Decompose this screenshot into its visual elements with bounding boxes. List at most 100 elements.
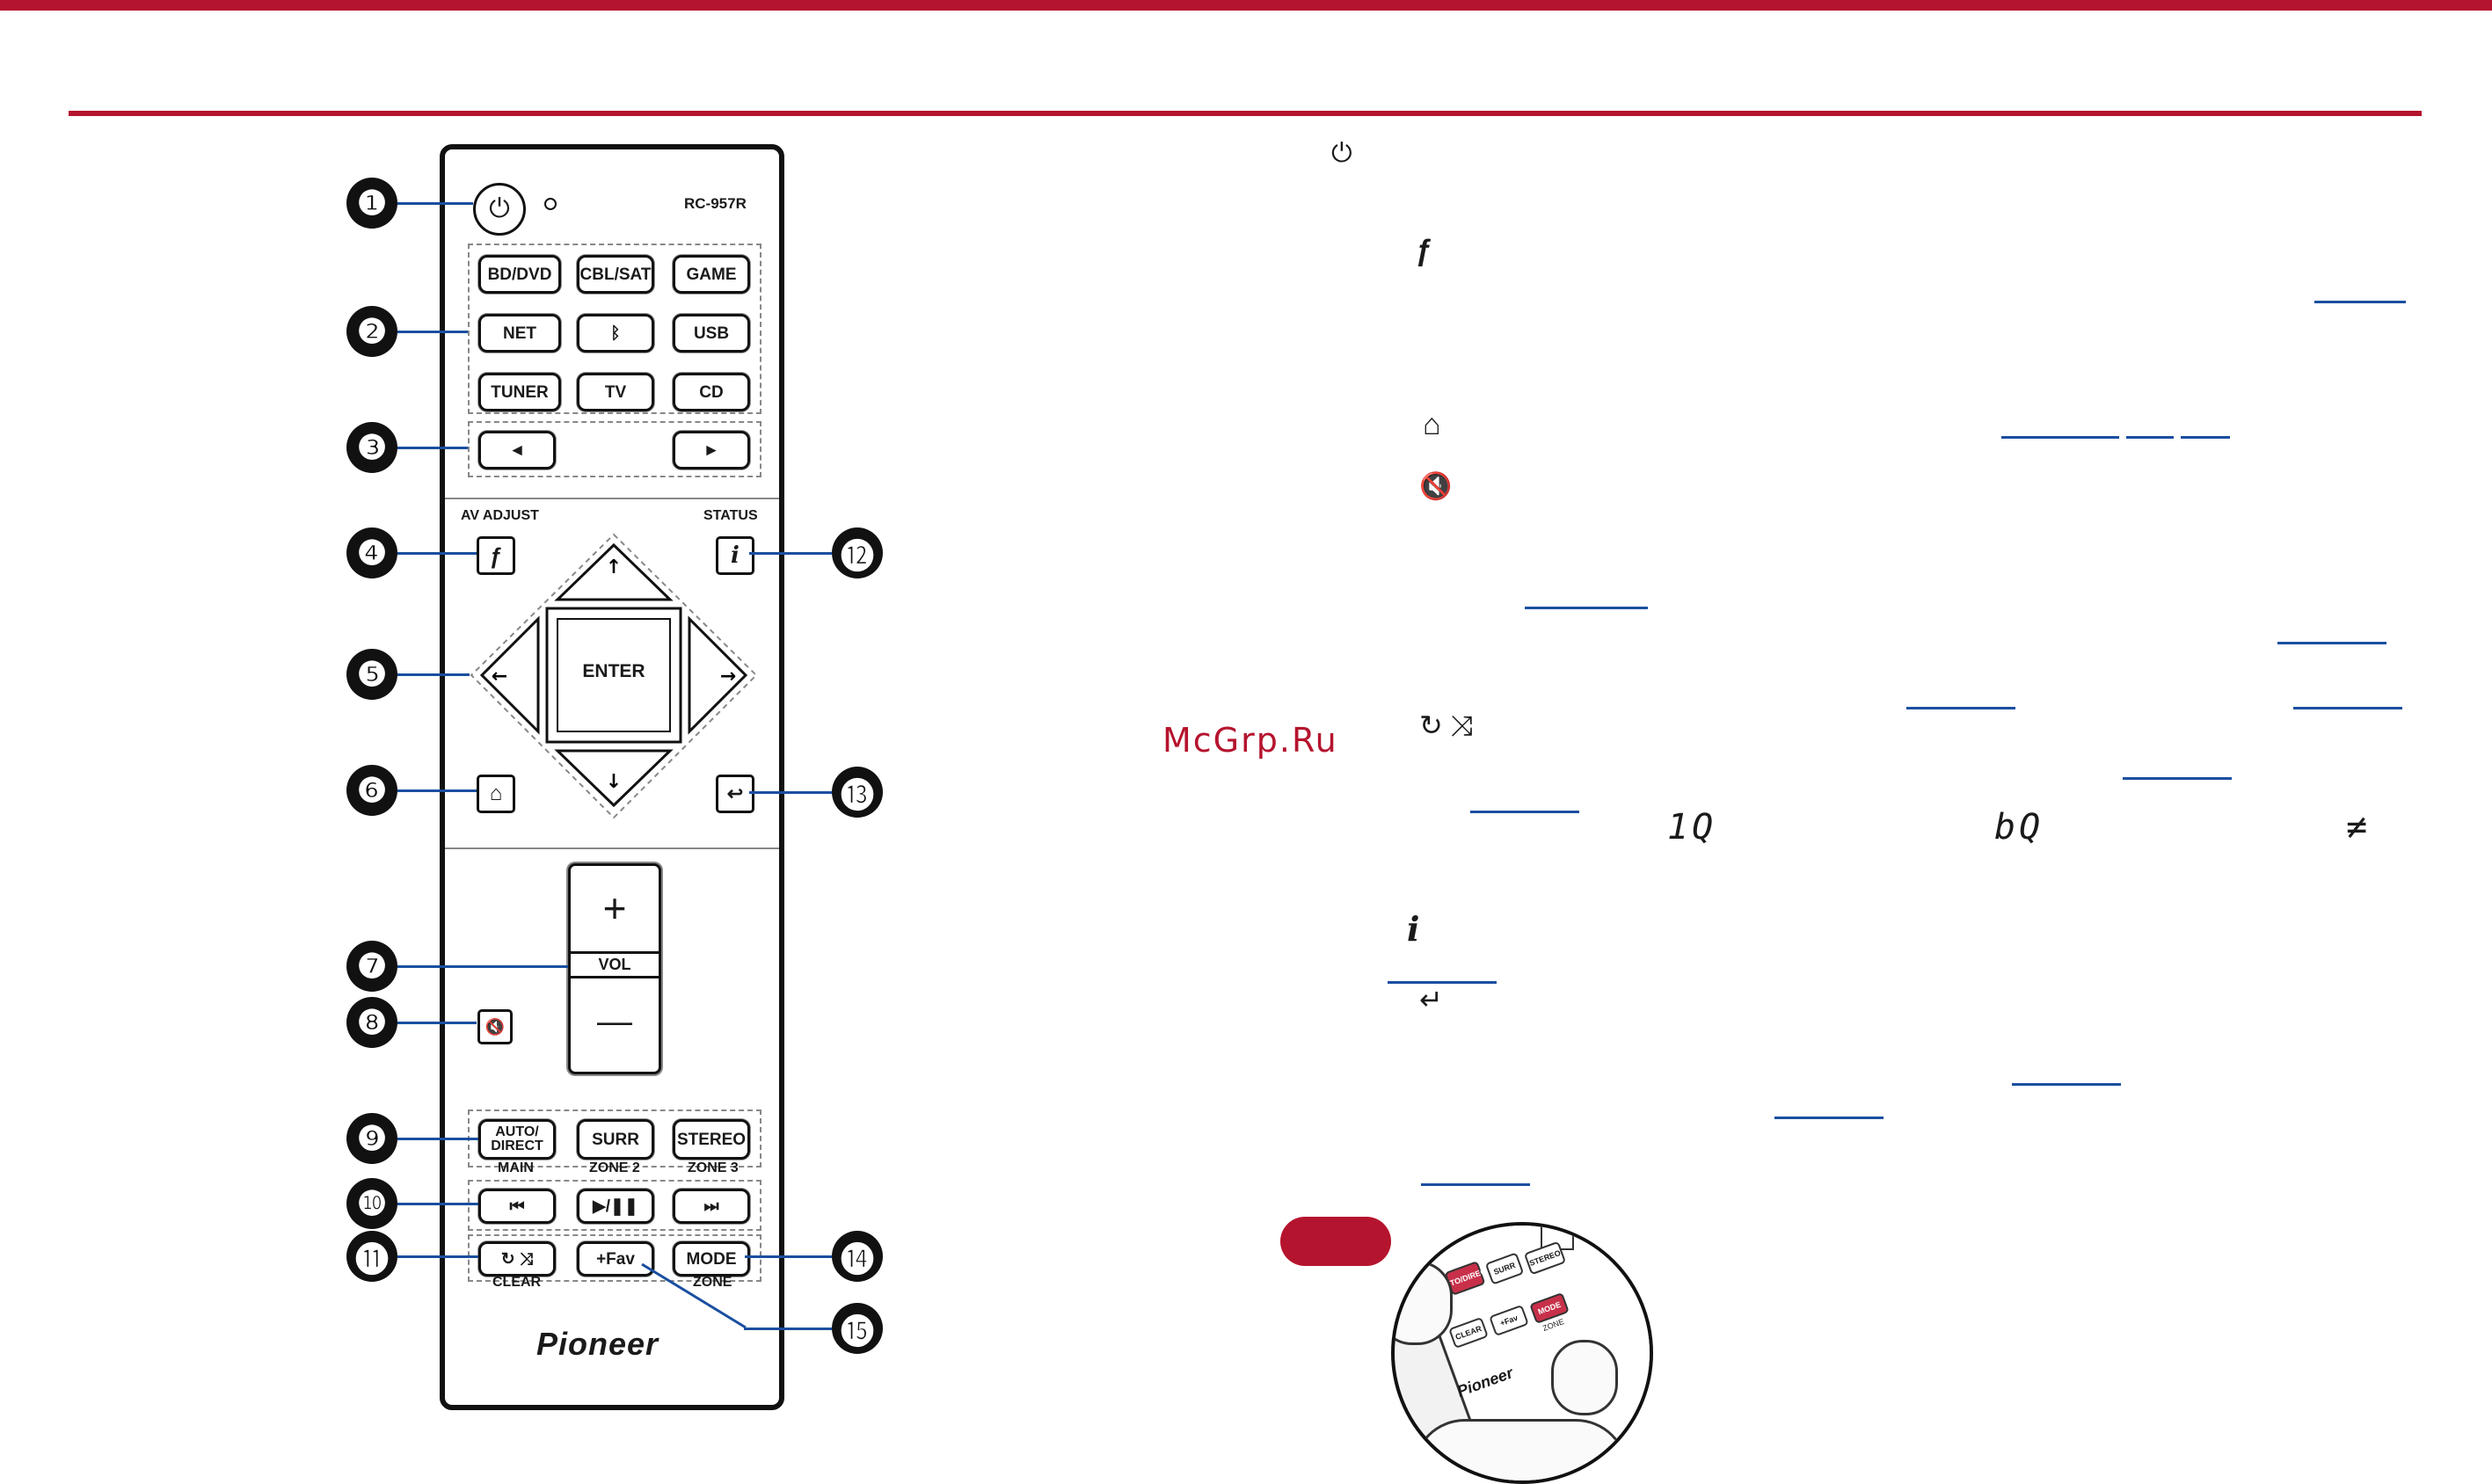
auto-direct-button[interactable]: AUTO/ DIRECT [478, 1119, 556, 1160]
callout-leader [745, 1255, 832, 1258]
fav-button[interactable]: +Fav [577, 1241, 654, 1277]
input-next-button[interactable]: ► [673, 431, 750, 469]
header-bar [0, 0, 2492, 11]
mute-button[interactable]: 🔇 [477, 1009, 513, 1044]
bluetooth-icon: ᛒ [610, 324, 621, 343]
av-adjust-button[interactable]: ƒ [477, 536, 515, 575]
mute-icon: 🔇 [1419, 472, 1453, 501]
previous-track-button[interactable]: ⏮ [478, 1189, 556, 1224]
callout-12: ⓬ [832, 527, 883, 578]
repeat-shuffle-icon: ↻ ⤨ [1419, 709, 1474, 741]
zone2-label: ZONE 2 [589, 1160, 640, 1175]
section-divider [445, 847, 779, 849]
callout-1: ❶ [346, 178, 397, 229]
vol-divider [571, 951, 659, 954]
page-link[interactable] [1906, 707, 2015, 709]
stereo-button[interactable]: STEREO [673, 1119, 750, 1160]
volume-rocker[interactable] [568, 863, 661, 1074]
callout-5: ❺ [346, 649, 397, 700]
input-usb-button[interactable]: USB [673, 314, 750, 353]
display-glyph-2: bQ [1994, 807, 2044, 847]
power-button[interactable]: ⏻ [473, 183, 526, 236]
page-link[interactable] [2012, 1083, 2121, 1086]
surr-button[interactable]: SURR [577, 1119, 654, 1160]
input-bluetooth-button[interactable]: ᛒ [577, 314, 654, 353]
dpad-left [479, 615, 540, 735]
callout-leader [749, 552, 832, 555]
input-net-button[interactable]: NET [478, 314, 561, 353]
input-game-button[interactable]: GAME [673, 255, 750, 294]
return-button[interactable]: ↩ [716, 775, 754, 813]
status-button[interactable]: i [716, 536, 754, 575]
av-adjust-label: AV ADJUST [461, 508, 539, 523]
input-cd-button[interactable]: CD [673, 373, 750, 411]
input-cbl-sat-button[interactable]: CBL/SAT [577, 255, 654, 294]
section-divider [445, 498, 779, 499]
page-link[interactable] [1388, 981, 1497, 984]
page-link[interactable] [2277, 642, 2386, 644]
volume-up-button[interactable]: + [602, 885, 627, 931]
note-badge [1280, 1217, 1391, 1266]
callout-7: ❼ [346, 941, 397, 992]
main-label: MAIN [498, 1160, 534, 1175]
illustration-finger [1551, 1340, 1618, 1415]
callout-10: ❿ [346, 1178, 397, 1229]
watermark: McGrp.Ru [1162, 721, 1338, 760]
display-glyph-3: ≠ [2346, 807, 2372, 847]
model-name: RC-957R [684, 195, 747, 212]
page-link[interactable] [2314, 301, 2406, 303]
page-link[interactable] [2126, 436, 2174, 439]
input-tv-button[interactable]: TV [577, 373, 654, 411]
header-rule [69, 111, 2422, 116]
play-pause-button[interactable]: ▶/❚❚ [577, 1189, 654, 1224]
arrow-left-icon: ← [492, 666, 507, 687]
enter-button [545, 607, 682, 744]
callout-13: ⓭ [832, 767, 883, 818]
page-link[interactable] [2123, 777, 2232, 780]
callout-leader [397, 202, 473, 205]
input-selector-group [468, 244, 761, 414]
page-link[interactable] [2001, 436, 2119, 439]
callout-leader-diagonal [641, 1262, 747, 1329]
callout-9: ❾ [346, 1113, 397, 1164]
input-prev-button[interactable]: ◄ [478, 431, 556, 469]
page-link[interactable] [1525, 607, 1648, 609]
home-button[interactable]: ⌂ [477, 775, 515, 813]
callout-4: ❹ [346, 527, 397, 578]
input-tuner-button[interactable]: TUNER [478, 373, 561, 411]
page-link[interactable] [1421, 1183, 1530, 1186]
page-link[interactable] [1470, 811, 1579, 813]
illustration-hand [1412, 1419, 1629, 1480]
input-bd-dvd-button[interactable]: BD/DVD [478, 255, 561, 294]
callout-leader [744, 1328, 832, 1330]
illustration-circle: AUTO/DIRECT SURR STEREO CLEAR +Fav MODE … [1391, 1222, 1653, 1484]
callout-8: ❽ [346, 997, 397, 1048]
callout-6: ❻ [346, 765, 397, 816]
power-icon: ⏻ [1331, 139, 1352, 168]
home-icon: ⌂ [489, 782, 503, 805]
arrow-right-icon: → [720, 666, 736, 687]
dpad-down [554, 749, 674, 808]
mode-button[interactable]: MODE [673, 1241, 750, 1277]
callout-leader [397, 1255, 478, 1258]
info-icon: i [1407, 909, 1420, 949]
page-link[interactable] [1774, 1117, 1884, 1119]
arrow-down-icon: ↓ [606, 771, 622, 793]
mute-icon: 🔇 [485, 1017, 506, 1036]
dpad-up [554, 542, 674, 601]
callout-leader [397, 447, 468, 449]
callout-leader [397, 965, 568, 968]
page-link[interactable] [2181, 436, 2230, 439]
callout-leader [397, 331, 468, 333]
repeat-shuffle-button[interactable]: ↻ ⤨ [478, 1241, 556, 1277]
transport-group [468, 1180, 761, 1231]
page-link[interactable] [2293, 707, 2402, 709]
illustration-thumb [1395, 1261, 1453, 1345]
callout-11: ⓫ [346, 1231, 397, 1282]
volume-down-button[interactable]: — [597, 1002, 632, 1041]
callout-15: ⓯ [832, 1303, 883, 1354]
next-track-button[interactable]: ⏭ [673, 1189, 750, 1224]
callout-2: ❷ [346, 306, 397, 357]
wrench-icon: ƒ [489, 542, 503, 569]
indicator-led [544, 198, 557, 210]
